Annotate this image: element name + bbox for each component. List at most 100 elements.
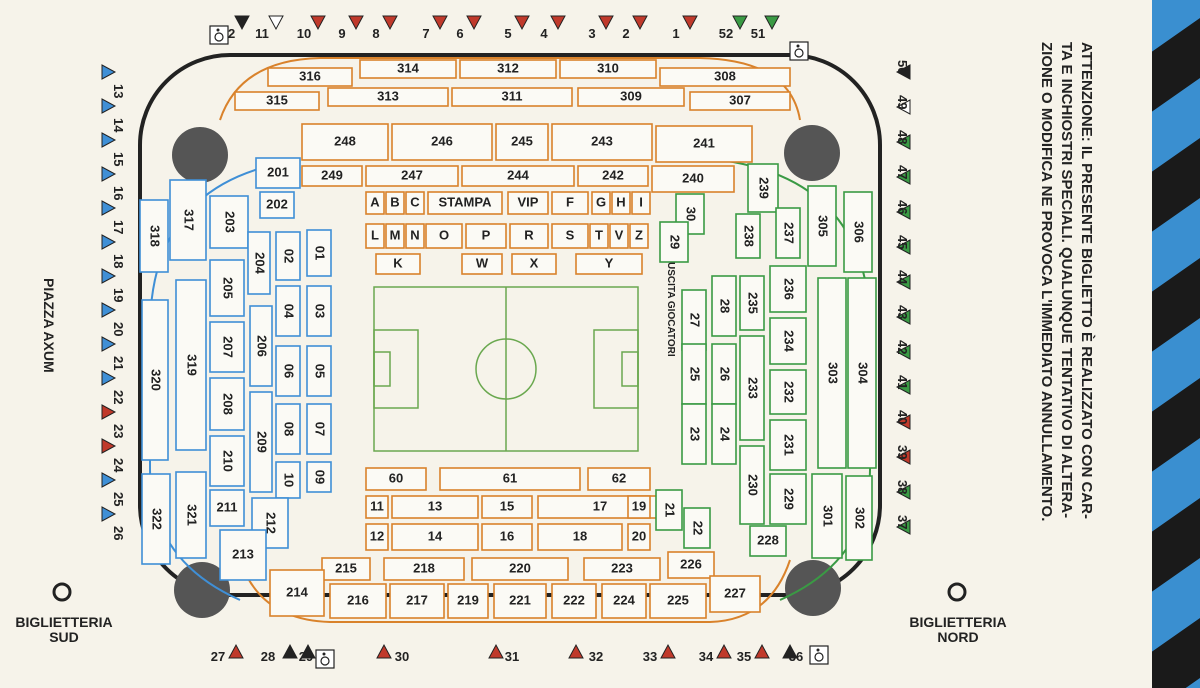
section-04[interactable]: 04 <box>275 285 301 337</box>
section-03[interactable]: 03 <box>306 285 332 337</box>
section-L[interactable]: L <box>365 223 385 249</box>
gate-48[interactable]: 48 <box>895 130 911 150</box>
section-222[interactable]: 222 <box>551 583 597 619</box>
gate-37[interactable]: 37 <box>895 515 911 535</box>
section-V[interactable]: V <box>609 223 629 249</box>
gate-47[interactable]: 47 <box>895 165 911 185</box>
section-05[interactable]: 05 <box>306 345 332 397</box>
section-25[interactable]: 25 <box>681 343 707 405</box>
section-60[interactable]: 60 <box>365 467 427 491</box>
section-14[interactable]: 14 <box>391 523 479 551</box>
section-234[interactable]: 234 <box>769 317 807 365</box>
section-215[interactable]: 215 <box>321 557 371 581</box>
section-237[interactable]: 237 <box>775 207 801 259</box>
gate-17[interactable]: 17 <box>101 200 126 234</box>
section-248[interactable]: 248 <box>301 123 389 161</box>
gate-28[interactable]: 28 <box>261 643 298 664</box>
section-13[interactable]: 13 <box>391 495 479 519</box>
section-I[interactable]: I <box>631 191 651 215</box>
section-227[interactable]: 227 <box>709 575 761 613</box>
section-10[interactable]: 10 <box>275 461 301 499</box>
section-243[interactable]: 243 <box>551 123 653 161</box>
section-233[interactable]: 233 <box>739 335 765 441</box>
section-224[interactable]: 224 <box>601 583 647 619</box>
gate-18[interactable]: 18 <box>101 234 126 268</box>
section-313[interactable]: 313 <box>327 87 449 107</box>
section-244[interactable]: 244 <box>461 165 575 187</box>
section-319[interactable]: 319 <box>175 279 207 451</box>
section-317[interactable]: 317 <box>169 179 207 261</box>
section-M[interactable]: M <box>385 223 405 249</box>
section-203[interactable]: 203 <box>209 195 249 249</box>
gate-21[interactable]: 21 <box>101 336 126 370</box>
gate-7[interactable]: 7 <box>422 15 448 41</box>
gate-23[interactable]: 23 <box>101 404 126 438</box>
section-61[interactable]: 61 <box>439 467 581 491</box>
section-W[interactable]: W <box>461 253 503 275</box>
section-Z[interactable]: Z <box>629 223 649 249</box>
section-28[interactable]: 28 <box>711 275 737 337</box>
section-312[interactable]: 312 <box>459 59 557 79</box>
section-218[interactable]: 218 <box>383 557 465 581</box>
section-O[interactable]: O <box>425 223 463 249</box>
gate-24[interactable]: 24 <box>101 438 126 473</box>
section-202[interactable]: 202 <box>259 191 295 219</box>
section-236[interactable]: 236 <box>769 265 807 313</box>
section-305[interactable]: 305 <box>807 185 837 267</box>
section-B[interactable]: B <box>385 191 405 215</box>
section-12[interactable]: 12 <box>365 523 389 551</box>
gate-8[interactable]: 8 <box>372 15 398 41</box>
section-20[interactable]: 20 <box>627 523 651 551</box>
gate-14[interactable]: 14 <box>101 98 126 133</box>
gate-22[interactable]: 22 <box>101 370 126 404</box>
section-304[interactable]: 304 <box>847 277 877 469</box>
section-19[interactable]: 19 <box>627 495 651 519</box>
section-219[interactable]: 219 <box>447 583 489 619</box>
section-308[interactable]: 308 <box>659 67 791 87</box>
section-208[interactable]: 208 <box>209 377 245 431</box>
section-221[interactable]: 221 <box>493 583 547 619</box>
section-06[interactable]: 06 <box>275 345 301 397</box>
gate-40[interactable]: 40 <box>895 410 911 430</box>
gate-49[interactable]: 49 <box>895 95 911 115</box>
section-22[interactable]: 22 <box>683 507 711 549</box>
section-232[interactable]: 232 <box>769 369 807 415</box>
gate-35[interactable]: 35 <box>737 643 770 664</box>
section-15[interactable]: 15 <box>481 495 533 519</box>
section-213[interactable]: 213 <box>219 529 267 581</box>
section-VIP[interactable]: VIP <box>507 191 549 215</box>
section-241[interactable]: 241 <box>655 125 753 163</box>
gate-1[interactable]: 1 <box>672 15 698 41</box>
gate-30[interactable]: 30 <box>376 643 409 664</box>
gate-51[interactable]: 51 <box>751 15 780 41</box>
section-246[interactable]: 246 <box>391 123 493 161</box>
gate-52[interactable]: 52 <box>719 15 748 41</box>
section-F[interactable]: F <box>551 191 589 215</box>
section-209[interactable]: 209 <box>249 391 273 493</box>
section-212[interactable]: 212 <box>251 497 289 549</box>
section-321[interactable]: 321 <box>175 471 207 559</box>
section-X[interactable]: X <box>511 253 557 275</box>
section-G[interactable]: G <box>591 191 611 215</box>
section-204[interactable]: 204 <box>247 231 271 295</box>
section-311[interactable]: 311 <box>451 87 573 107</box>
gate-5[interactable]: 5 <box>504 15 530 41</box>
gate-44[interactable]: 44 <box>895 270 911 290</box>
gate-32[interactable]: 32 <box>568 643 603 664</box>
gate-34[interactable]: 34 <box>699 643 732 664</box>
section-18[interactable]: 18 <box>537 523 623 551</box>
section-320[interactable]: 320 <box>141 299 169 461</box>
gate-25[interactable]: 25 <box>101 472 126 506</box>
section-27[interactable]: 27 <box>681 289 707 351</box>
section-318[interactable]: 318 <box>139 199 169 273</box>
section-303[interactable]: 303 <box>817 277 847 469</box>
section-315[interactable]: 315 <box>234 91 320 111</box>
gate-19[interactable]: 19 <box>101 268 126 302</box>
gate-26[interactable]: 26 <box>101 506 126 540</box>
section-16[interactable]: 16 <box>481 523 533 551</box>
section-245[interactable]: 245 <box>495 123 549 161</box>
section-231[interactable]: 231 <box>769 419 807 471</box>
section-21[interactable]: 21 <box>655 489 683 531</box>
section-220[interactable]: 220 <box>471 557 569 581</box>
section-201[interactable]: 201 <box>255 157 301 189</box>
